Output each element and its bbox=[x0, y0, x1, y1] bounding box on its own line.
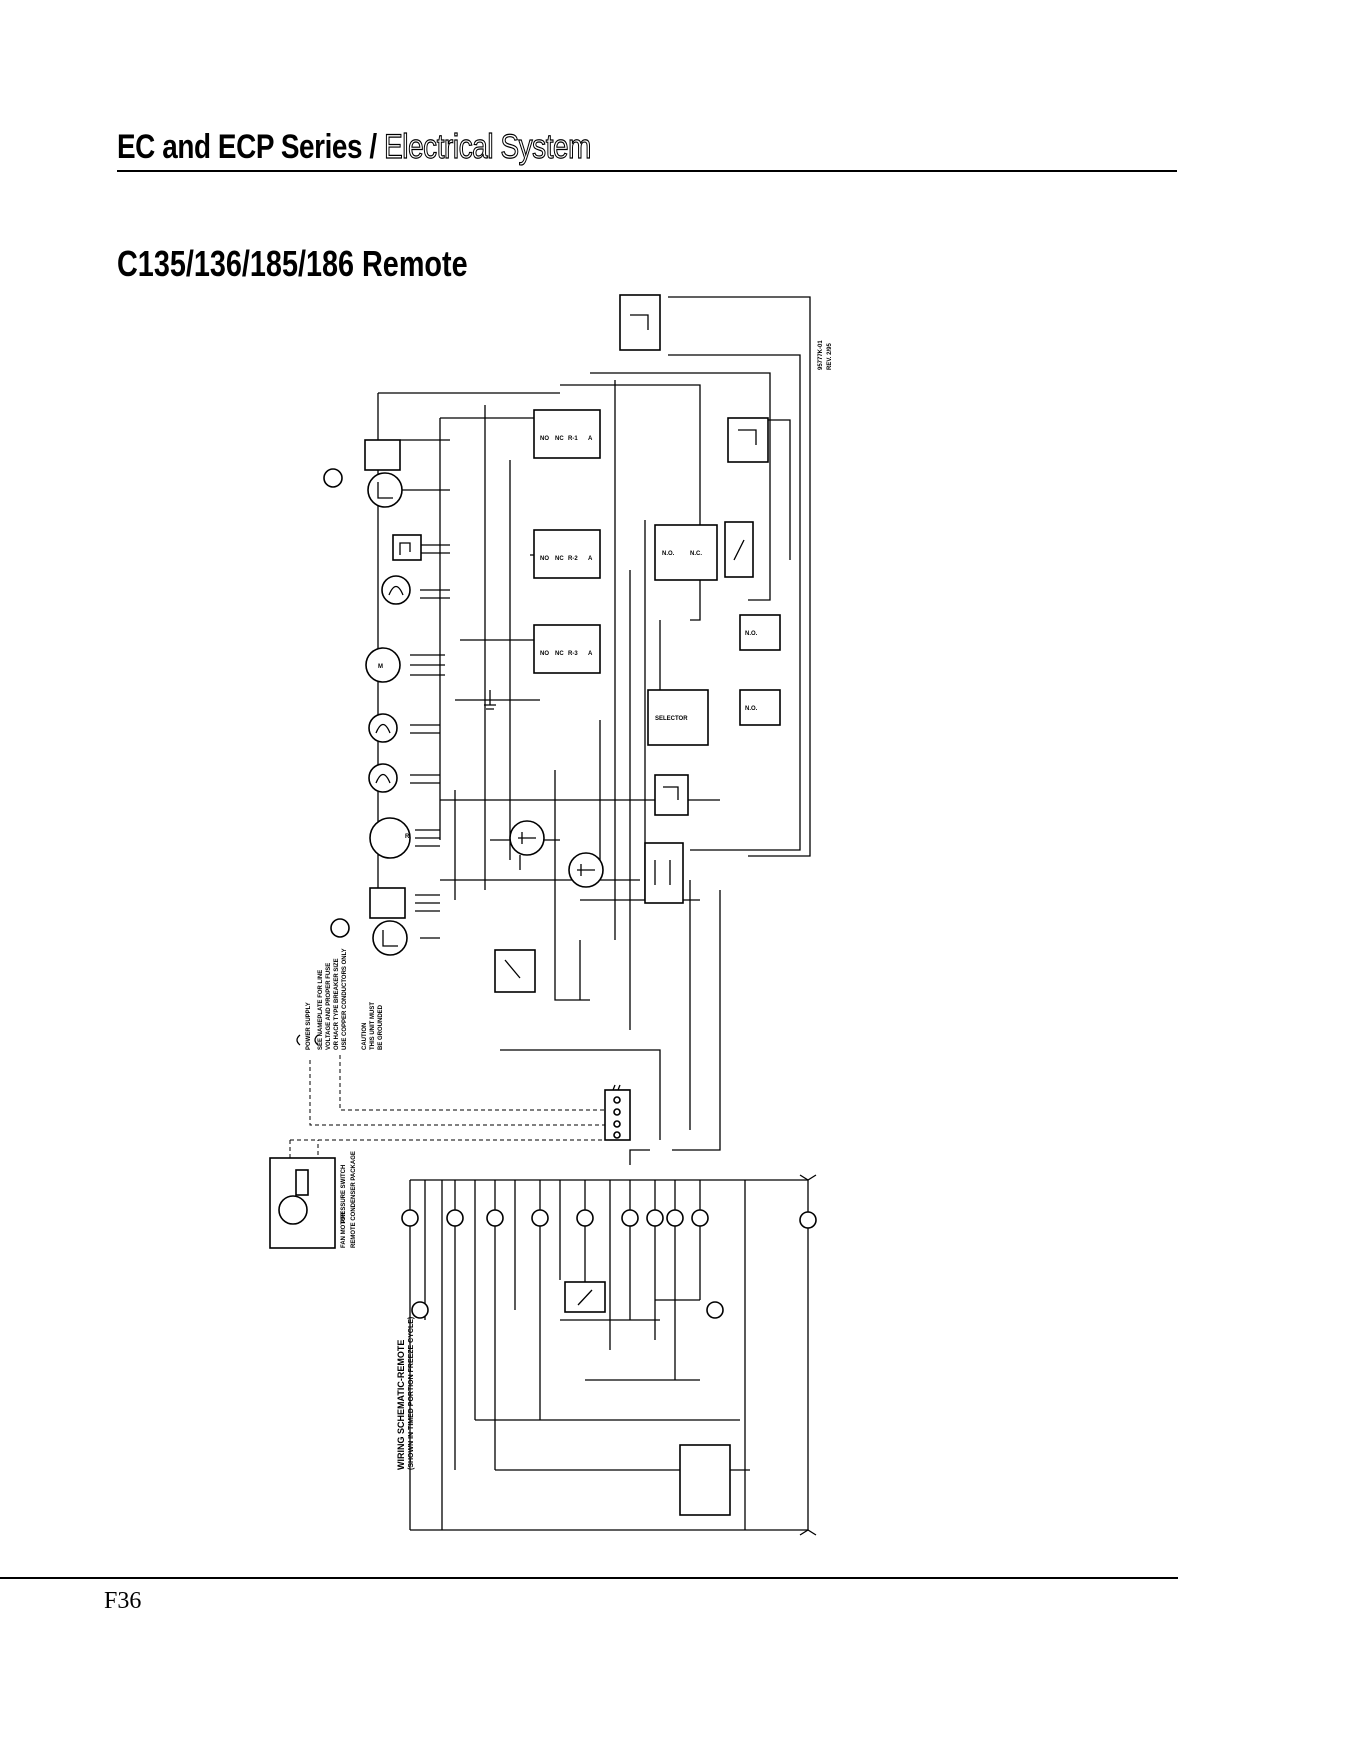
low-pressure-control bbox=[727, 417, 769, 463]
cam-switch-2 bbox=[330, 887, 406, 938]
condenser-label-1: PRESSURE SWITCH bbox=[341, 1165, 347, 1223]
svg-text:NO: NO bbox=[540, 556, 549, 562]
start-capacitor bbox=[509, 820, 545, 856]
svg-text:A: A bbox=[588, 436, 593, 442]
high-temp-switch bbox=[392, 534, 422, 561]
caution-line-2: BE GROUNDED bbox=[378, 1004, 384, 1050]
doc-ref: 95777K-01 REV. 2/95 bbox=[818, 340, 833, 370]
bin-switch-2: N.O. bbox=[739, 689, 781, 726]
svg-text:SELECTOR: SELECTOR bbox=[655, 716, 688, 722]
hot-gas-solenoid bbox=[368, 763, 398, 793]
ladder-title: WIRING SCHEMATIC-REMOTE (SHOWN IN TIMED … bbox=[396, 1317, 415, 1470]
timer bbox=[724, 521, 754, 578]
page-number: F36 bbox=[104, 1588, 142, 1614]
svg-text:A: A bbox=[588, 556, 593, 562]
doc-ref-rev: REV. 2/95 bbox=[827, 343, 833, 370]
caution-title: CAUTION bbox=[362, 1023, 368, 1050]
svg-text:R: R bbox=[405, 834, 410, 840]
power-supply-leads bbox=[289, 1034, 605, 1160]
svg-text:N.O.: N.O. bbox=[745, 706, 758, 712]
footer-rule bbox=[0, 1577, 1178, 1579]
header-rule bbox=[117, 170, 1177, 172]
svg-text:R-1: R-1 bbox=[568, 436, 578, 442]
power-note-1: SEE NAMEPLATE FOR LINE bbox=[318, 970, 324, 1050]
svg-text:M: M bbox=[378, 664, 383, 670]
remote-condenser-package bbox=[269, 1157, 336, 1249]
terminal-block bbox=[604, 1089, 631, 1141]
contactor bbox=[644, 842, 684, 904]
harvest-motor-1 bbox=[367, 472, 403, 508]
condenser-label-2: REMOTE CONDENSER PACKAGE bbox=[351, 1151, 357, 1248]
cam-switch-1 bbox=[323, 439, 401, 488]
relay-r1: NO NC R-1 A bbox=[533, 409, 601, 459]
svg-text:NC: NC bbox=[555, 436, 564, 442]
header-series: EC and ECP Series / bbox=[117, 128, 377, 166]
ladder-schematic bbox=[401, 1174, 817, 1536]
water-pump: M bbox=[365, 647, 401, 683]
relay-r3: NO NC R-3 A bbox=[533, 624, 601, 674]
svg-text:R-2: R-2 bbox=[568, 556, 578, 562]
header-section: Electrical System bbox=[384, 127, 592, 166]
ladder-subtitle-text: (SHOWN IN TIMED PORTION FREEZE CYCLE) bbox=[408, 1317, 415, 1470]
svg-text:N.O.: N.O. bbox=[662, 551, 675, 557]
purge-switch: N.O. N.C. bbox=[654, 524, 718, 581]
svg-text:N.O.: N.O. bbox=[745, 631, 758, 637]
diagram-title: C135/136/185/186 Remote bbox=[117, 243, 468, 284]
potential-relay bbox=[494, 949, 536, 993]
svg-text:NC: NC bbox=[555, 556, 564, 562]
selector-switch: SELECTOR bbox=[647, 689, 709, 746]
bin-switch-1: N.O. bbox=[739, 614, 781, 651]
wiring-frame bbox=[377, 296, 811, 1165]
liquid-line-solenoid bbox=[368, 713, 398, 743]
power-note-title: POWER SUPPLY bbox=[306, 1002, 312, 1050]
doc-ref-number: 95777K-01 bbox=[818, 340, 824, 370]
relay-r2: NO NC R-2 A bbox=[533, 529, 601, 579]
power-supply-notes: POWER SUPPLY SEE NAMEPLATE FOR LINE VOLT… bbox=[306, 948, 384, 1050]
svg-text:NO: NO bbox=[540, 436, 549, 442]
svg-text:NC: NC bbox=[555, 651, 564, 657]
pump-down-control bbox=[619, 294, 661, 351]
svg-text:NO: NO bbox=[540, 651, 549, 657]
condenser-labels: FAN MOTOR PRESSURE SWITCH REMOTE CONDENS… bbox=[341, 1151, 357, 1248]
harvest-motor-2 bbox=[372, 920, 408, 956]
run-capacitor bbox=[568, 852, 604, 888]
ladder-title-text: WIRING SCHEMATIC-REMOTE bbox=[396, 1340, 406, 1470]
compressor: R bbox=[369, 817, 411, 859]
svg-text:N.C.: N.C. bbox=[690, 551, 702, 557]
power-note-4: USE COPPER CONDUCTORS ONLY bbox=[342, 948, 348, 1050]
power-note-2: VOLTAGE AND PROPER FUSE bbox=[326, 963, 332, 1050]
page-header: EC and ECP Series / Electrical System bbox=[117, 127, 592, 167]
purge-solenoid bbox=[381, 575, 411, 605]
power-note-3: OR HACR TYPE BREAKER SIZE bbox=[334, 958, 340, 1050]
svg-text:R-3: R-3 bbox=[568, 651, 578, 657]
condenser-label-0: FAN MOTOR bbox=[341, 1211, 347, 1248]
svg-text:A: A bbox=[588, 651, 593, 657]
caution-line-1: THIS UNIT MUST bbox=[370, 1002, 376, 1050]
high-pressure-control bbox=[654, 774, 689, 816]
